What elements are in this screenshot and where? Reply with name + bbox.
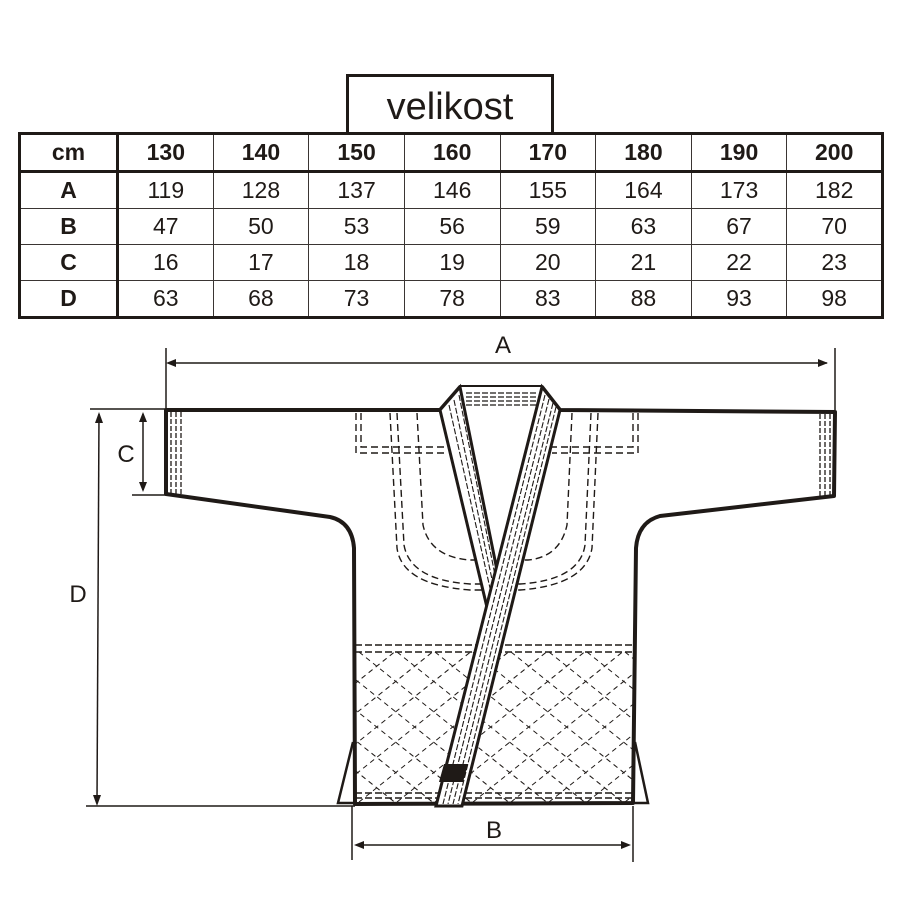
size-column-header: 140 [212, 133, 310, 172]
quilt-stitch [586, 652, 633, 690]
quilt-stitch [510, 703, 633, 802]
lapel [434, 383, 562, 808]
quilt-stitch [472, 673, 633, 802]
chest-stitching [355, 412, 639, 591]
unit-header: cm [19, 133, 119, 172]
measurement-cell: 119 [117, 171, 214, 209]
measurement-row-label: D [19, 280, 119, 318]
quilt-stitch [548, 734, 633, 802]
dimension-c-label: C [117, 441, 134, 468]
quilt-stitch [853, 652, 900, 802]
quilt-stitch [739, 652, 900, 802]
quilt-stitch [663, 652, 851, 802]
quilt-stitch [586, 764, 633, 802]
dimension-a: A [165, 332, 836, 410]
quilt-stitch [701, 652, 889, 802]
quilt-stitch [93, 652, 281, 802]
quilt-stitch [777, 652, 900, 802]
quilt-stitch [355, 800, 357, 802]
quilt-stitch [355, 769, 395, 802]
measurement-cell: 21 [595, 244, 692, 281]
measurement-cell: 16 [117, 244, 214, 281]
quilt-stitch [548, 652, 633, 720]
measurement-cell: 73 [308, 280, 405, 318]
measurement-cell: 20 [499, 244, 597, 281]
size-title: velikost [346, 74, 554, 132]
measurement-row-label: A [19, 171, 119, 209]
measurement-cell: 23 [786, 244, 883, 281]
measurement-row-label: B [19, 208, 119, 245]
dimension-c: C [90, 408, 166, 496]
size-column-header: 180 [595, 133, 692, 172]
measurement-cell: 22 [690, 244, 788, 281]
quilt-stitch [777, 652, 900, 802]
quilt-stitch [624, 652, 633, 660]
measurement-cell: 18 [308, 244, 405, 281]
dimension-d-label: D [69, 581, 86, 608]
quilted-panel [55, 644, 900, 802]
measurement-cell: 17 [212, 244, 310, 281]
quilt-stitch [355, 739, 433, 802]
quilt-stitch [396, 652, 585, 802]
measurement-cell: 68 [212, 280, 310, 318]
quilt-stitch [815, 652, 900, 802]
quilt-stitch [355, 652, 471, 746]
dimension-a-label: A [495, 332, 511, 359]
measurement-cell: 63 [117, 280, 214, 318]
quilt-stitch [358, 652, 547, 802]
quilt-stitch [815, 652, 900, 802]
quilt-stitch [55, 652, 243, 802]
quilt-stitch [55, 652, 243, 802]
dimension-b-label: B [486, 817, 502, 844]
measurement-cell: 173 [690, 171, 788, 209]
quilt-stitch [131, 652, 319, 802]
measurement-cell: 93 [690, 280, 788, 318]
size-column-header: 190 [690, 133, 788, 172]
size-column-header: 150 [308, 133, 405, 172]
measurement-cell: 88 [595, 280, 692, 318]
measurement-cell: 63 [595, 208, 692, 245]
quilt-stitch [663, 652, 851, 802]
quilt-stitch [739, 652, 900, 802]
quilt-stitch [853, 652, 900, 802]
quilt-stitch [701, 652, 889, 802]
quilt-stitch [355, 652, 395, 685]
size-column-header: 170 [499, 133, 597, 172]
quilt-stitch [355, 652, 357, 654]
quilt-stitch [355, 652, 433, 715]
quilt-stitch [93, 652, 281, 802]
measurement-cell: 98 [786, 280, 883, 318]
belt-rank-mark [439, 764, 468, 782]
measurement-cell: 164 [595, 171, 692, 209]
measurement-cell: 50 [212, 208, 310, 245]
measurement-cell: 78 [403, 280, 501, 318]
side-slits [336, 741, 650, 805]
size-column-header: 130 [117, 133, 214, 172]
quilt-stitch [624, 794, 633, 802]
dimension-d: D [69, 412, 355, 807]
quilt-stitch [131, 652, 319, 802]
dimension-b: B [351, 806, 634, 862]
